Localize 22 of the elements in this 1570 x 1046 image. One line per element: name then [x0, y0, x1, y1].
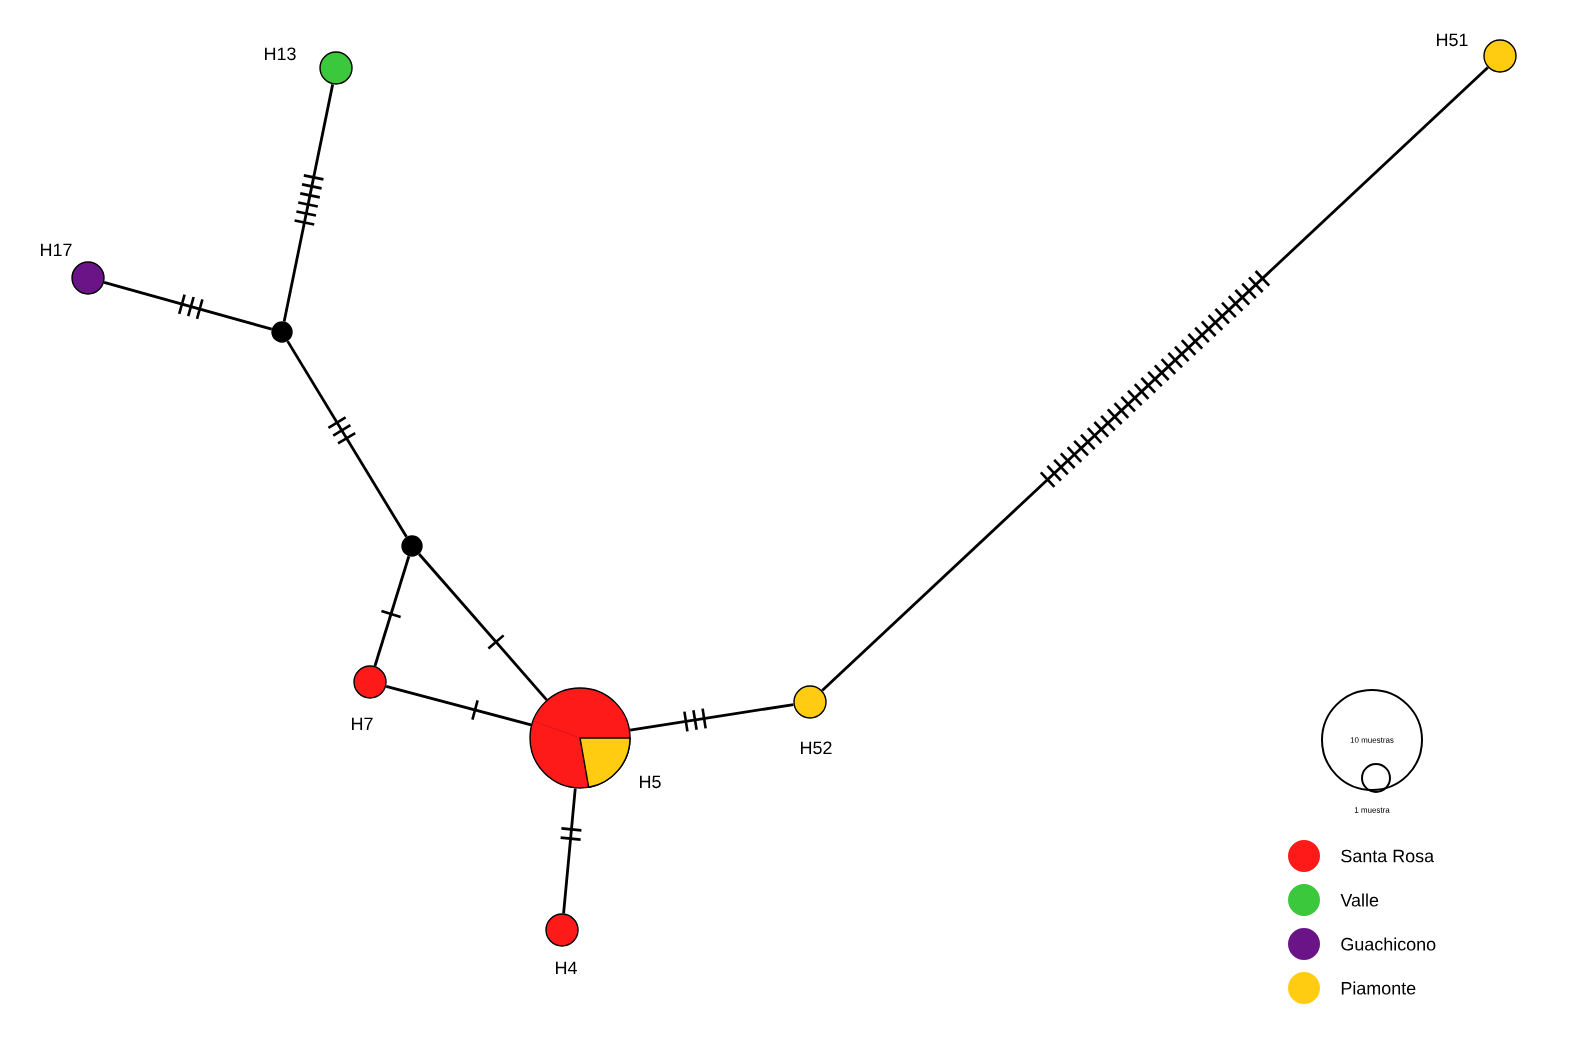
- mutation-edge: [103, 281, 273, 331]
- mutation-edge: [560, 788, 582, 914]
- haplotype-label: H7: [352, 717, 373, 730]
- haplotype-label: H51: [1437, 33, 1468, 47]
- mutation-edge: [821, 66, 1489, 692]
- mutation-edge: [286, 340, 408, 538]
- median-vector-dot: [271, 321, 293, 343]
- legend-label: Valle: [1340, 893, 1379, 907]
- legend-label: Guachicono: [1341, 937, 1436, 951]
- haplotype-label: H5: [640, 775, 661, 789]
- mutation-edge: [385, 684, 532, 727]
- legend-label: Piamonte: [1341, 981, 1416, 995]
- mutation-edge: [282, 84, 335, 322]
- haplotype-label: H17: [41, 243, 72, 256]
- mutation-edge: [373, 555, 411, 667]
- mutation-edge: [418, 553, 548, 701]
- haplotype-label: H13: [265, 47, 296, 61]
- haplotype-label: H4: [556, 961, 577, 974]
- legend-label: Santa Rosa: [1341, 849, 1435, 863]
- median-vector-dot: [401, 535, 423, 557]
- haplotype-label: H52: [801, 741, 832, 755]
- mutation-edge: [629, 703, 794, 732]
